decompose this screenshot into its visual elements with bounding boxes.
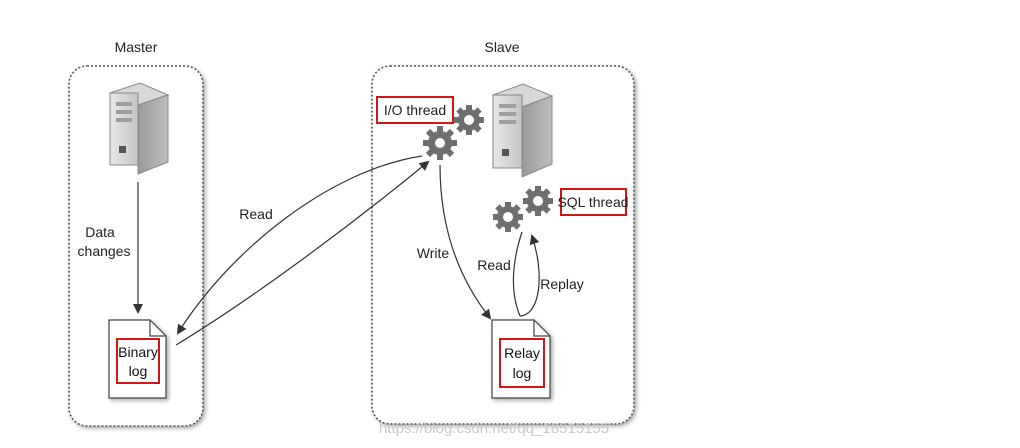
master-panel: Master — [68, 39, 204, 427]
svg-text:SQL thread: SQL thread — [557, 194, 628, 210]
slave-title: Slave — [484, 39, 519, 55]
data-changes-label-1: Data — [85, 224, 115, 240]
binary-log-label-1: Binary — [118, 344, 158, 360]
read-replay-loop: Read Replay — [477, 231, 584, 317]
replay-label: Replay — [540, 276, 584, 292]
binary-log-label-2: log — [129, 363, 148, 379]
read-binlog-label: Read — [239, 206, 272, 222]
master-title: Master — [115, 39, 158, 55]
read-binlog-arrow: Read — [175, 155, 430, 346]
data-changes-arrow: Data changes — [78, 182, 143, 314]
io-thread-label: I/O thread — [376, 96, 454, 124]
read-relay-label: Read — [477, 257, 510, 273]
master-server-icon — [108, 82, 170, 175]
svg-text:I/O thread: I/O thread — [384, 102, 446, 118]
relay-log-label-2: log — [513, 365, 532, 381]
data-changes-label-2: changes — [78, 243, 131, 259]
io-thread-gears-icon — [423, 105, 484, 160]
relay-log-label-1: Relay — [504, 345, 540, 361]
slave-server-icon — [491, 83, 554, 178]
relay-log-highlight — [499, 338, 545, 388]
sql-thread-label: SQL thread — [557, 188, 629, 216]
binary-log-highlight — [116, 338, 160, 384]
binary-log-document: Binary log — [108, 319, 167, 399]
write-relay-arrow: Write — [417, 164, 492, 320]
relay-log-document: Relay log — [491, 319, 551, 399]
sql-thread-gears-icon — [493, 186, 553, 232]
write-label: Write — [417, 245, 450, 261]
watermark-text: https://blog.csdn.net/qq_18515155 — [379, 420, 609, 437]
